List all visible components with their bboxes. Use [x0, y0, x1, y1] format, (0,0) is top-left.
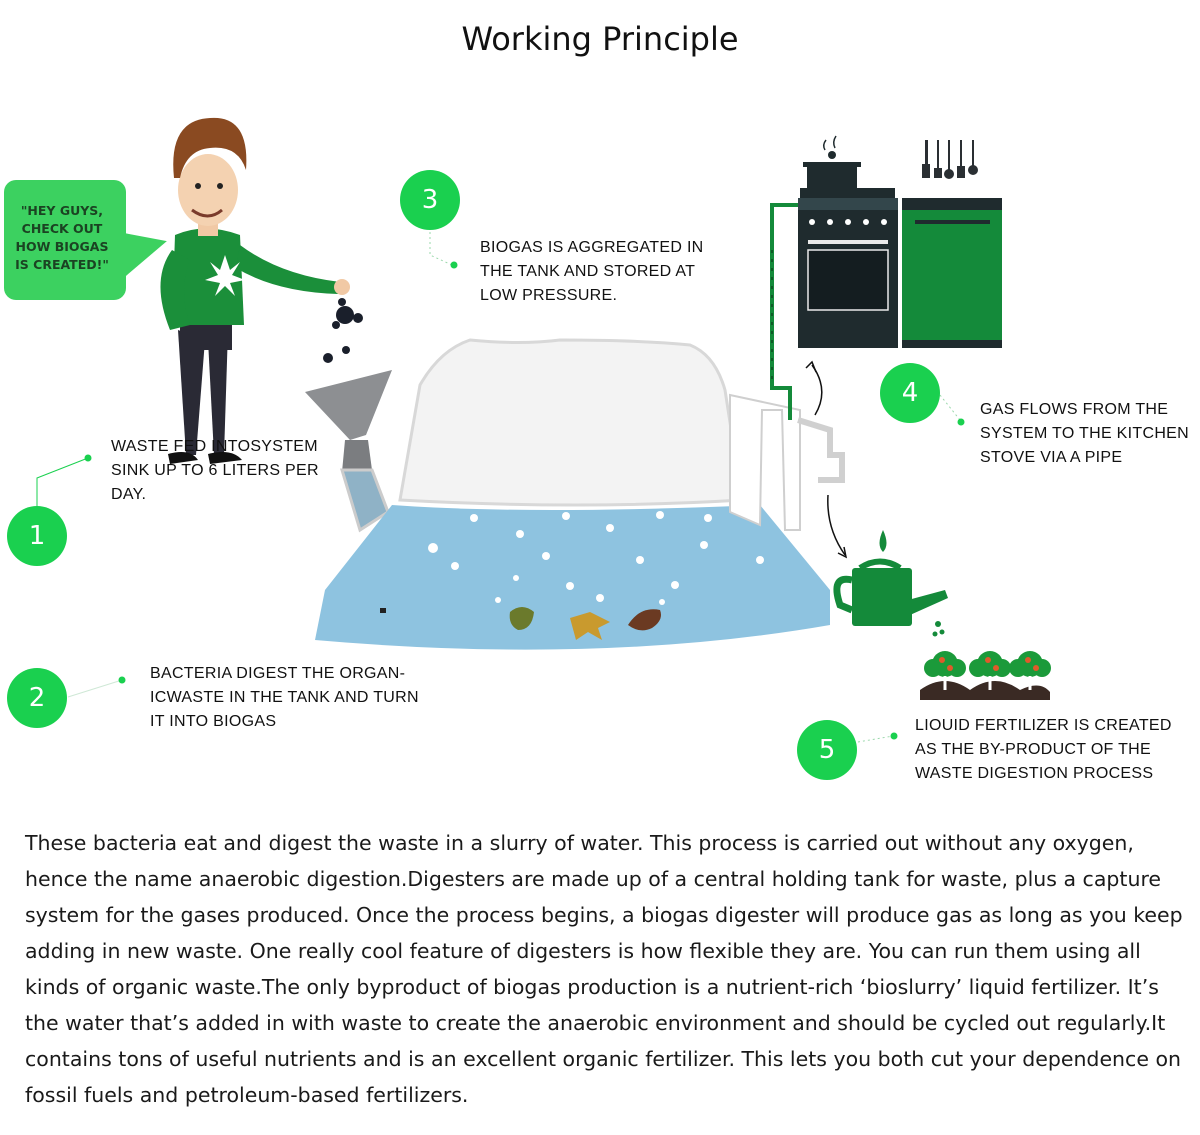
step-5-label: LIOUID FERTILIZER IS CREATED AS THE BY-P…: [915, 717, 1172, 782]
step-4-label: GAS FLOWS FROM THE SYSTEM TO THE KITCHEN…: [980, 401, 1190, 466]
feed-funnel: [305, 370, 392, 533]
step-2-label: BACTERIA DIGEST THE ORGAN- ICWASTE IN TH…: [150, 665, 419, 730]
step-connectors: [36, 232, 965, 743]
gas-flow-arrow: [811, 364, 823, 416]
plants: [920, 651, 1051, 700]
step-4-number: 4: [880, 363, 940, 423]
step-3-label: BIOGAS IS AGGREGATED IN THE TANK AND STO…: [480, 239, 704, 304]
speech-bubble: [4, 180, 126, 300]
step-3-number: 3: [400, 170, 460, 230]
person-illustration: [160, 117, 363, 464]
biogas-diagram: [36, 117, 1051, 743]
step-1-number: 1: [7, 506, 67, 566]
step-1-label: WASTE FED INTOSYSTEM SINK UP TO 6 LITERS…: [111, 438, 319, 503]
step-2-number: 2: [7, 668, 67, 728]
kitchen-stove: [798, 135, 898, 348]
speech-bubble-text: "HEY GUYS, CHECK OUT HOW BIOGAS IS CREAT…: [15, 203, 109, 272]
digester-tank: [315, 338, 845, 650]
watering-can: [833, 530, 948, 637]
fertilizer-flow-arrow: [827, 494, 846, 556]
description-paragraph: These bacteria eat and digest the waste …: [25, 831, 1183, 1107]
kitchen-cabinet: [902, 140, 1002, 348]
gas-pipe: [770, 203, 800, 420]
page-title: Working Principle: [461, 20, 739, 58]
step-5-number: 5: [797, 720, 857, 780]
speech-bubble-tail: [115, 221, 173, 277]
